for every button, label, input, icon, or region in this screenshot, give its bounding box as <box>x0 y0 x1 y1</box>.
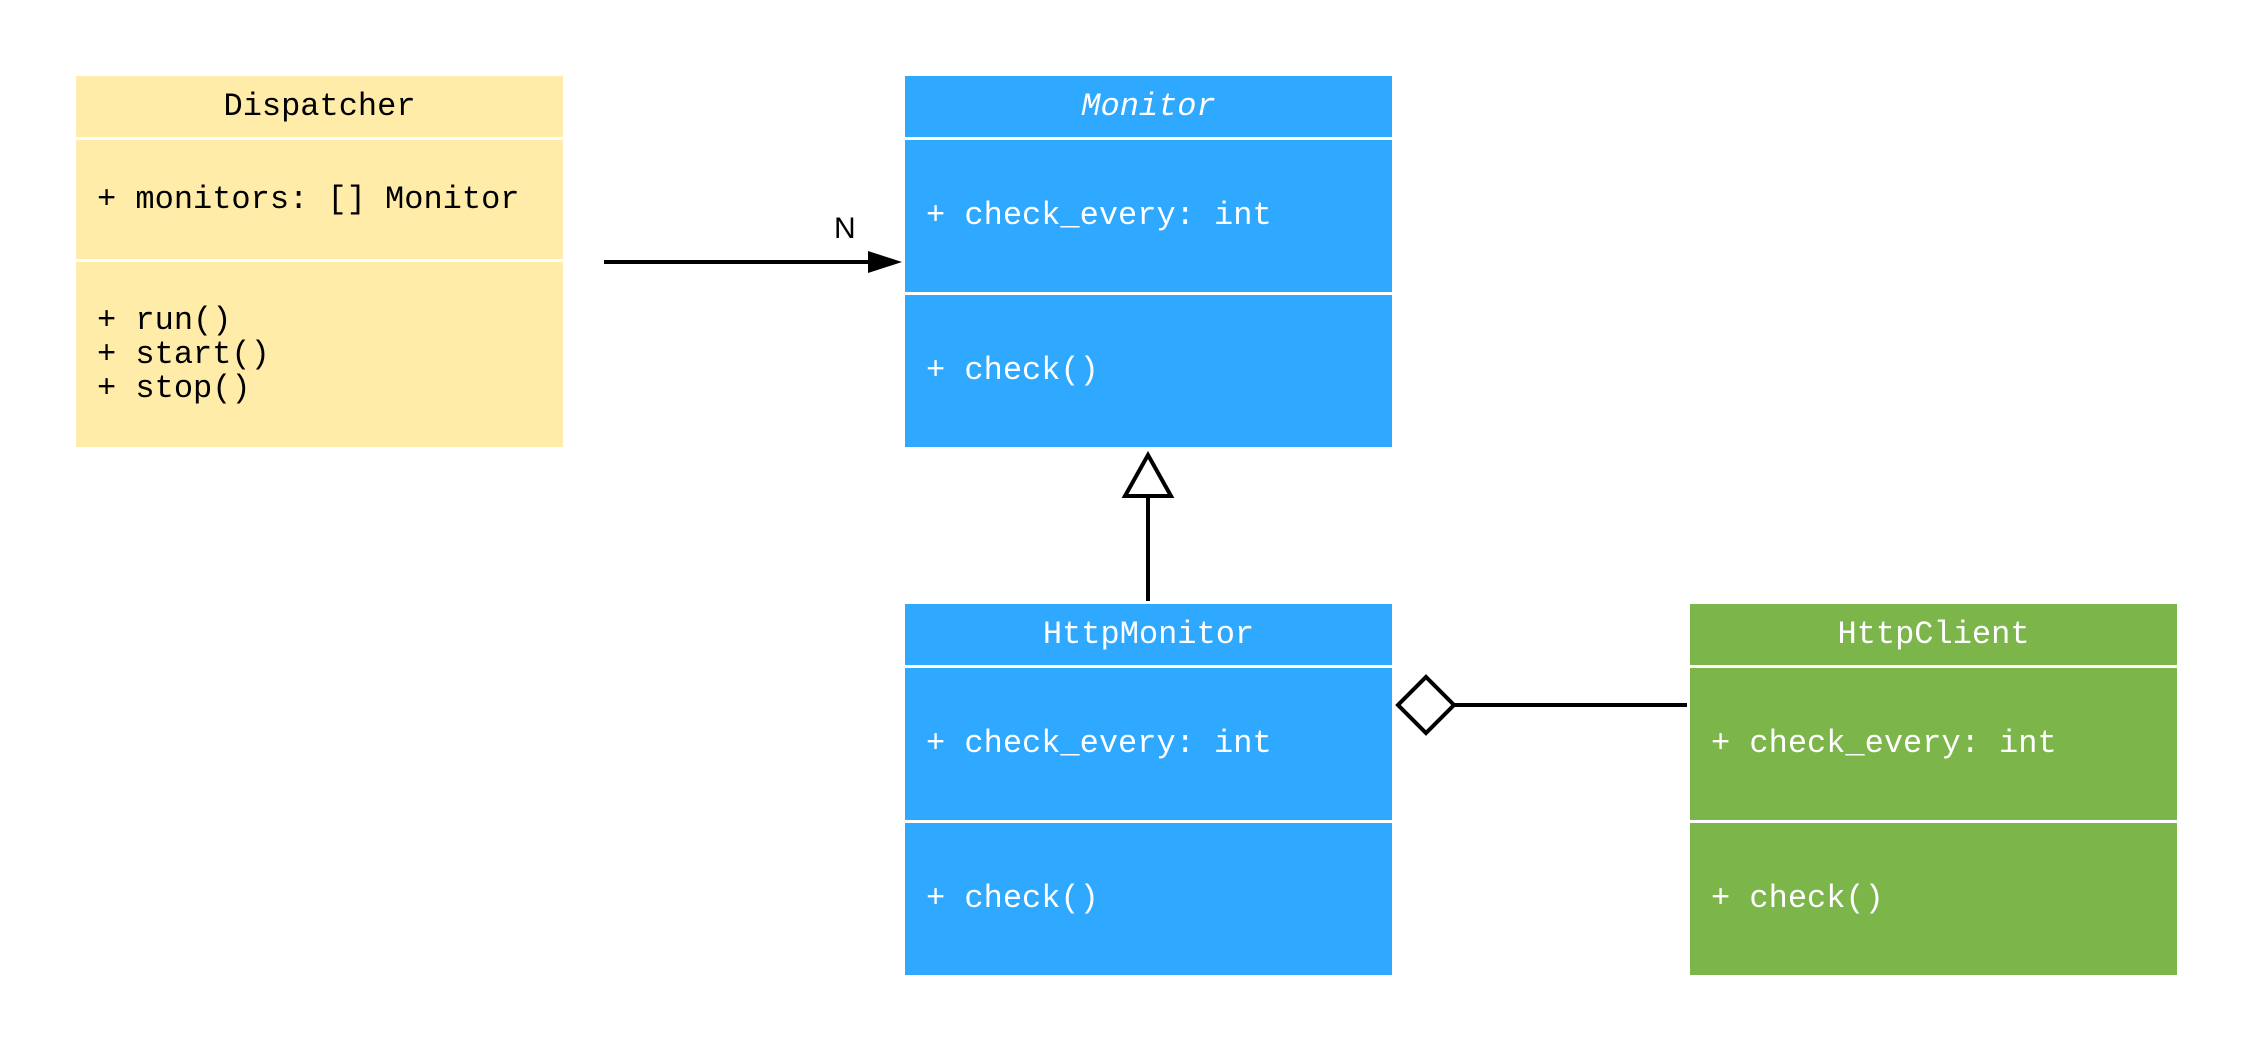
class-attributes: + monitors: [] Monitor <box>76 140 563 259</box>
class-methods: + check() <box>1690 823 2177 975</box>
generalization-arrow <box>1121 450 1175 601</box>
class-monitor: Monitor + check_every: int + check() <box>905 76 1392 447</box>
class-name: HttpMonitor <box>905 604 1392 665</box>
class-attributes: + check_every: int <box>905 668 1392 820</box>
class-name: Monitor <box>905 76 1392 137</box>
class-attributes: + check_every: int <box>905 140 1392 292</box>
association-arrow <box>604 251 902 273</box>
multiplicity-label: N <box>834 212 856 245</box>
class-name: HttpClient <box>1690 604 2177 665</box>
class-http-monitor: HttpMonitor + check_every: int + check() <box>905 604 1392 975</box>
class-methods: + check() <box>905 823 1392 975</box>
class-attributes: + check_every: int <box>1690 668 2177 820</box>
class-methods: + run() + start() + stop() <box>76 262 563 447</box>
class-methods: + check() <box>905 295 1392 447</box>
class-name: Dispatcher <box>76 76 563 137</box>
class-http-client: HttpClient + check_every: int + check() <box>1690 604 2177 975</box>
aggregation-diamond <box>1395 674 1687 736</box>
class-dispatcher: Dispatcher + monitors: [] Monitor + run(… <box>76 76 563 447</box>
